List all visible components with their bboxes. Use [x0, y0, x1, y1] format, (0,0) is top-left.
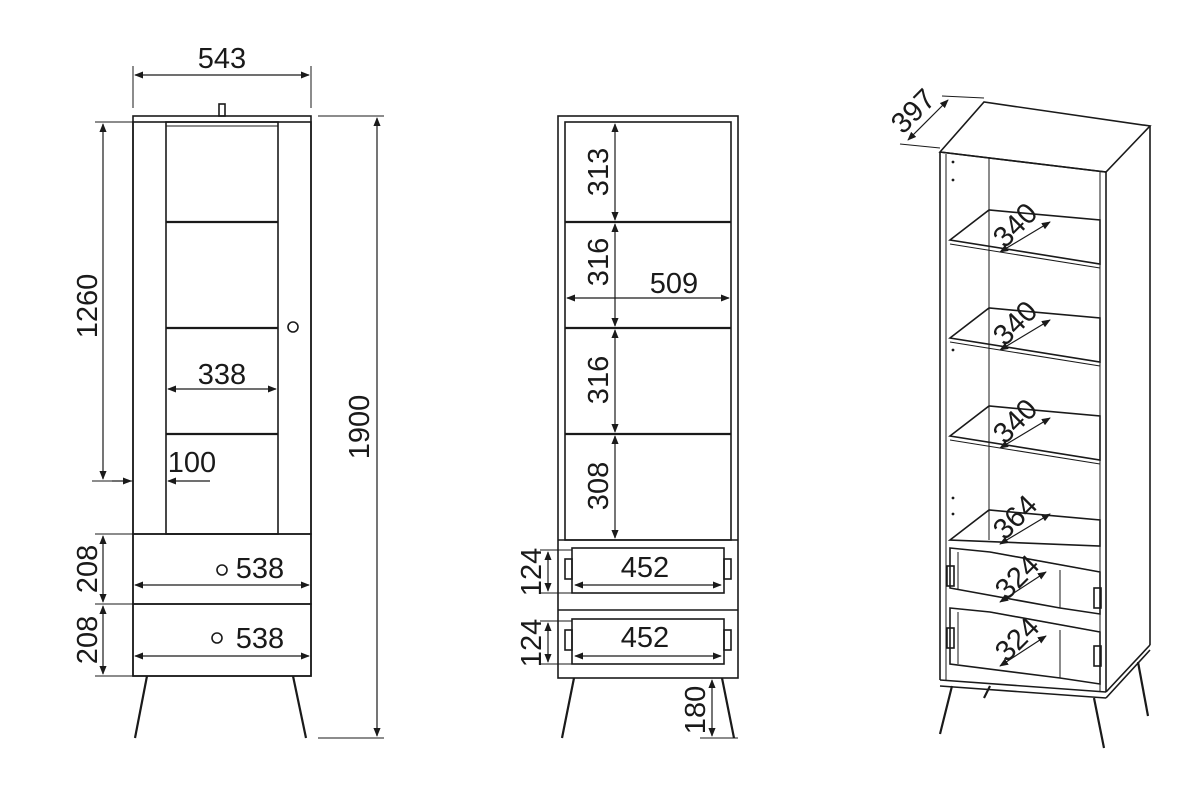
dim-drawer-top-height-label: 208: [72, 545, 104, 593]
dim-shelf-depth-3-label: 340: [987, 393, 1044, 450]
runner-icon: [723, 629, 732, 651]
dim-drawer-bottom-width-label: 538: [236, 623, 284, 655]
runner-icon: [946, 627, 955, 649]
dim-drawer-inner-bottom-width-label: 452: [621, 622, 669, 654]
front-cabinet-body: [132, 115, 312, 677]
dim-total-height-label: 1900: [344, 395, 376, 460]
leg-left: [133, 675, 149, 739]
iso-shelf-1: [948, 209, 1101, 265]
dim-drawer-bottom-height-label: 208: [72, 616, 104, 664]
dim-glass-height-label: 1260: [72, 274, 104, 339]
dim-inner-width-label: 509: [650, 268, 698, 300]
runner-icon: [723, 558, 732, 580]
front-drawer-bottom: [132, 603, 312, 677]
runner-icon: [1093, 587, 1102, 609]
dim-shelf-depth-2-line: [999, 319, 1051, 351]
dim-drawer-inner-top-height-label: 124: [516, 548, 548, 596]
dim-gap1-label: 313: [583, 148, 615, 196]
dim-drawer-top-width-label: 538: [236, 553, 284, 585]
dim-drawer-depth-bottom-label: 324: [989, 611, 1046, 668]
dim-drawer-depth-top-line: [999, 571, 1047, 603]
dim-shelf-depth-1-label: 340: [987, 197, 1044, 254]
iso-shelf-3: [948, 405, 1101, 461]
runner-icon: [564, 558, 573, 580]
dim-gap3-label: 316: [583, 356, 615, 404]
dim-bottom-depth-label: 364: [987, 489, 1044, 546]
dim-drawer-depth-bottom-line: [999, 635, 1047, 667]
drawer-knob-bottom: [211, 632, 223, 644]
front-view: 543 1900 1260 338 100 208 208 538 538: [72, 43, 384, 739]
iso-shelf-2: [948, 307, 1101, 363]
dim-gap2-label: 316: [583, 238, 615, 286]
runner-icon: [946, 565, 955, 587]
iso-leg: [938, 685, 954, 735]
dim-drawer-inner-top-width-label: 452: [621, 552, 669, 584]
dim-width-label: 543: [198, 43, 246, 75]
dim-depth-line: [907, 99, 949, 141]
dim-bottom-depth-line: [999, 513, 1051, 545]
dim-shelf-depth-3-line: [999, 417, 1051, 449]
runner-icon: [1093, 645, 1102, 667]
drawer-knob-top: [216, 564, 228, 576]
dim-gap4-label: 308: [583, 462, 615, 510]
dim-frame-label: 100: [168, 447, 216, 479]
iso-leg: [1136, 661, 1150, 717]
inner-cabinet-body: [557, 115, 739, 679]
inner-leg-right: [720, 677, 736, 739]
iso-leg: [1092, 697, 1106, 749]
dim-shelf-depth-1-line: [999, 221, 1051, 253]
door-knob: [287, 321, 299, 333]
iso-top: [938, 101, 1152, 173]
dim-shelf-depth-2-label: 340: [987, 295, 1044, 352]
dim-leg-height-label: 180: [680, 686, 712, 734]
inner-leg-left: [560, 677, 576, 739]
inner-view: 313 316 316 308 509 452 452 124 124 180: [516, 115, 739, 739]
dim-drawer-depth-top-label: 324: [989, 549, 1046, 606]
dim-depth-label: 397: [885, 83, 942, 140]
dim-shelf-width-label: 338: [198, 359, 246, 391]
runner-icon: [564, 629, 573, 651]
dim-drawer-inner-bottom-height-label: 124: [516, 619, 548, 667]
iso-view: 397 340 340 340 364 324 324: [885, 83, 1152, 749]
leg-right: [291, 675, 308, 739]
iso-leg: [983, 685, 991, 699]
top-handle: [218, 103, 226, 117]
